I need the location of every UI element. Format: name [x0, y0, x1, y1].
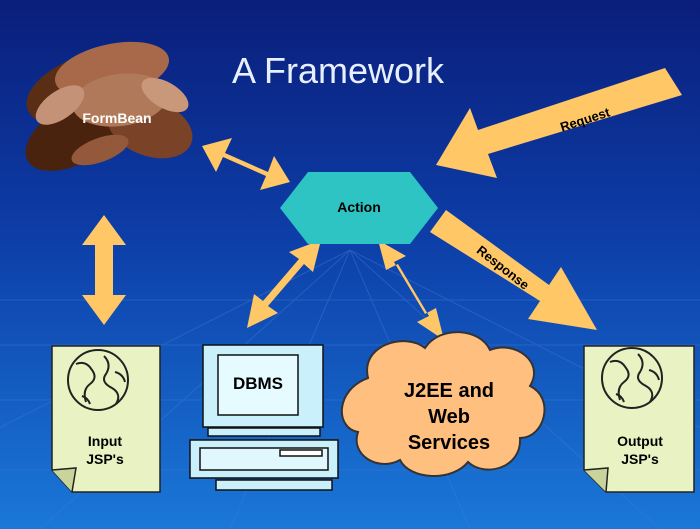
j2ee-label-line3: Services — [407, 432, 491, 454]
output-jsp-label-line1: Output — [617, 433, 663, 449]
request-arrow — [436, 68, 682, 178]
output-jsp-page — [583, 345, 695, 493]
dbms-label: DBMS — [232, 374, 284, 393]
j2ee-label-line1: J2EE and — [403, 380, 495, 402]
input-jsp-page — [51, 345, 161, 493]
j2ee-cloud-shape — [341, 331, 546, 477]
response-arrow — [430, 210, 597, 330]
action-node — [280, 172, 438, 244]
slide-title: A Framework — [232, 50, 445, 91]
input-jsp-label: Input JSP's — [68, 432, 142, 468]
output-jsp-label-line2: JSP's — [621, 451, 659, 467]
formbean-label: FormBean — [82, 110, 152, 126]
output-jsp-label: Output JSP's — [600, 432, 680, 468]
formbean-input-arrow — [82, 215, 126, 325]
formbean-action-arrow — [202, 138, 290, 190]
globe-icon — [601, 347, 663, 409]
j2ee-label: J2EE and Web Services — [368, 378, 530, 456]
action-j2ee-arrow — [378, 240, 444, 340]
dbms-computer-icon — [189, 344, 339, 491]
input-jsp-label-line1: Input — [87, 433, 123, 449]
formbean-beans-icon — [25, 41, 193, 171]
j2ee-label-line2: Web — [428, 406, 470, 428]
input-jsp-label-line2: JSP's — [86, 451, 124, 467]
action-label: Action — [337, 199, 381, 215]
globe-icon — [67, 349, 129, 411]
action-dbms-arrow — [247, 240, 321, 328]
